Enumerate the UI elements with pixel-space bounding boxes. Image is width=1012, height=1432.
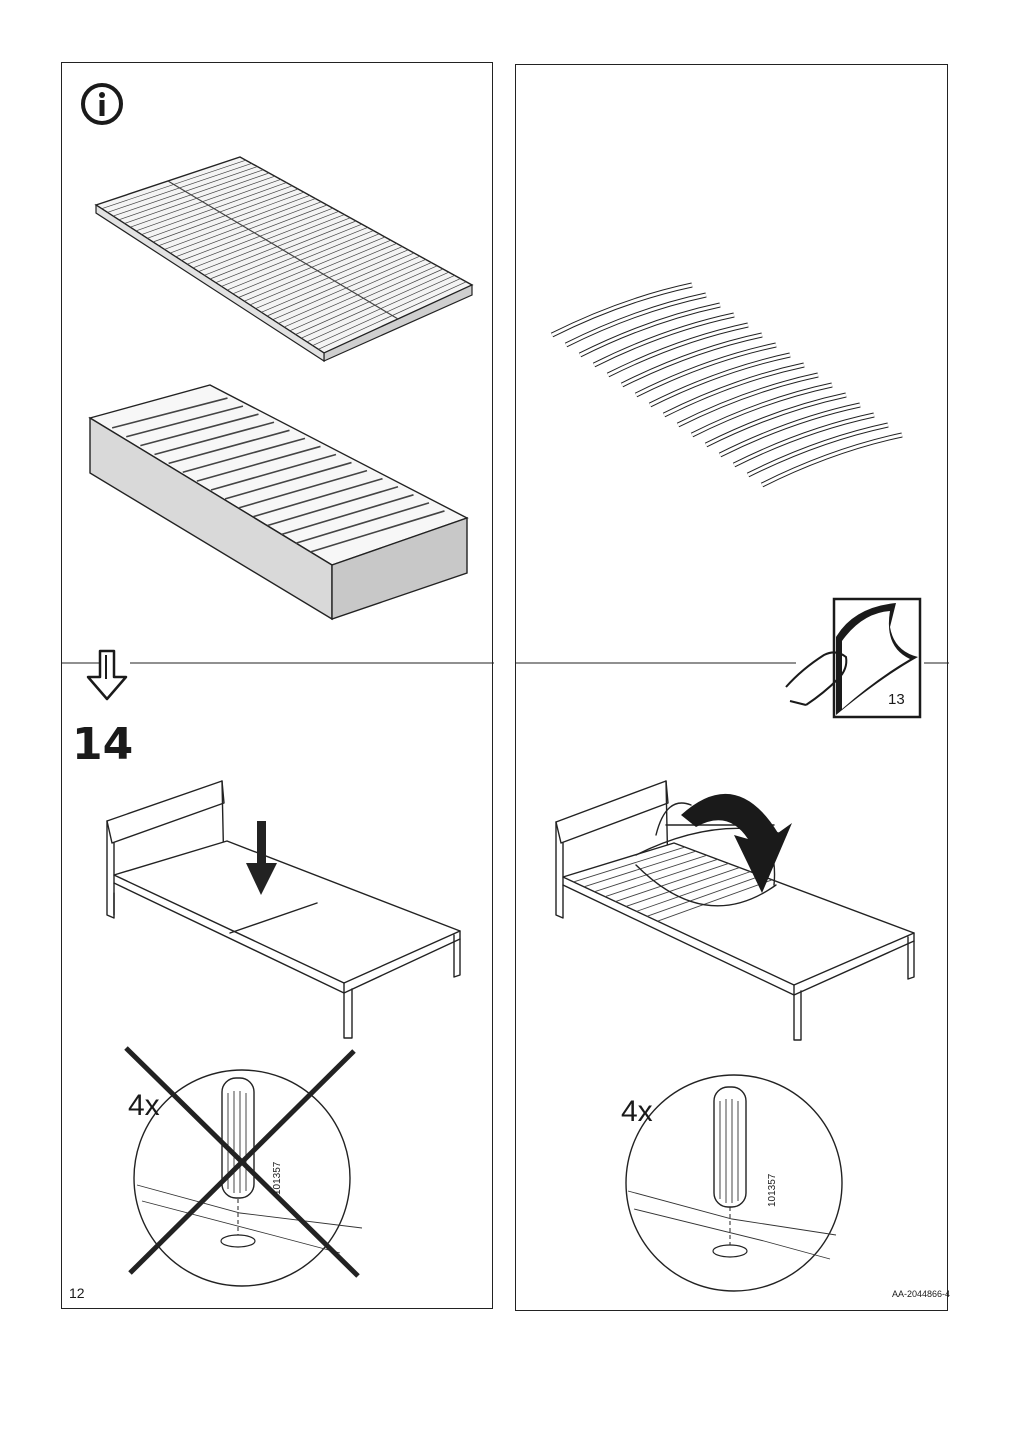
slat-face (747, 423, 889, 477)
slat-face (565, 293, 707, 347)
slat (550, 282, 693, 338)
box-spring-base-illustration (88, 384, 469, 621)
slat-face (579, 303, 721, 357)
slat-face (677, 373, 819, 427)
slat-face (691, 383, 833, 437)
left-instruction-panel: 4x 101357 (61, 62, 494, 1309)
slat-face (719, 403, 861, 457)
slat-face (733, 413, 875, 467)
slat-line (594, 854, 707, 893)
slat-line (625, 867, 740, 907)
slat-face (593, 313, 735, 367)
slat-line (168, 429, 290, 465)
slat-face (635, 343, 777, 397)
slat-line (167, 180, 399, 320)
insert-downward-arrow-icon (246, 821, 277, 895)
loose-slats-illustration (550, 282, 903, 488)
bed-slats (101, 159, 467, 350)
slat-line (636, 871, 751, 912)
slat-line (615, 863, 729, 902)
part-number: 101357 (767, 1173, 778, 1207)
part-number: 101357 (272, 1161, 283, 1195)
quantity-label: 4x (128, 1089, 160, 1122)
slat-line (267, 485, 399, 527)
slat-line (309, 510, 445, 553)
slat-line (210, 453, 337, 491)
base-slats (111, 397, 445, 553)
slat-line (657, 879, 773, 922)
slat-face (621, 333, 763, 387)
slat-line (604, 858, 718, 898)
slat-line (295, 502, 430, 545)
slat-line (111, 397, 228, 429)
slat-line (281, 494, 414, 536)
bed-frame-illustration (106, 780, 461, 1039)
slat-line (126, 405, 244, 438)
incorrect-cross-icon (124, 1046, 360, 1278)
slat-line (573, 846, 686, 883)
slat-face (607, 323, 749, 377)
slat-face (649, 353, 791, 407)
slat-line (196, 445, 321, 482)
right-instruction-panel: 13 4x 101357 (515, 64, 949, 1311)
page-reference-icon (784, 597, 924, 721)
slat-face (705, 393, 847, 447)
slat-line (140, 413, 259, 447)
incorrect-dowel-detail (133, 1069, 363, 1287)
reference-page-number: 13 (888, 691, 905, 708)
page-number: 12 (69, 1285, 85, 1301)
slat-face (551, 283, 693, 337)
slat-line (239, 469, 368, 509)
slat-line (253, 477, 383, 518)
slat-face (663, 363, 805, 417)
slat-line (646, 875, 762, 917)
roll-out-arrow-icon (681, 793, 792, 893)
installed-slats (573, 846, 773, 922)
slat-face (761, 433, 903, 487)
slat-line (224, 461, 352, 500)
slatted-bed-base-illustration (94, 156, 474, 363)
step-number: 14 (72, 719, 134, 770)
info-icon (80, 82, 124, 126)
slat-line (154, 421, 275, 456)
correct-dowel-detail (625, 1074, 843, 1292)
slat-line (182, 437, 306, 474)
continue-arrow-icon (84, 647, 130, 703)
quantity-label: 4x (621, 1095, 653, 1128)
document-id: AA-2044866-4 (891, 1289, 950, 1299)
